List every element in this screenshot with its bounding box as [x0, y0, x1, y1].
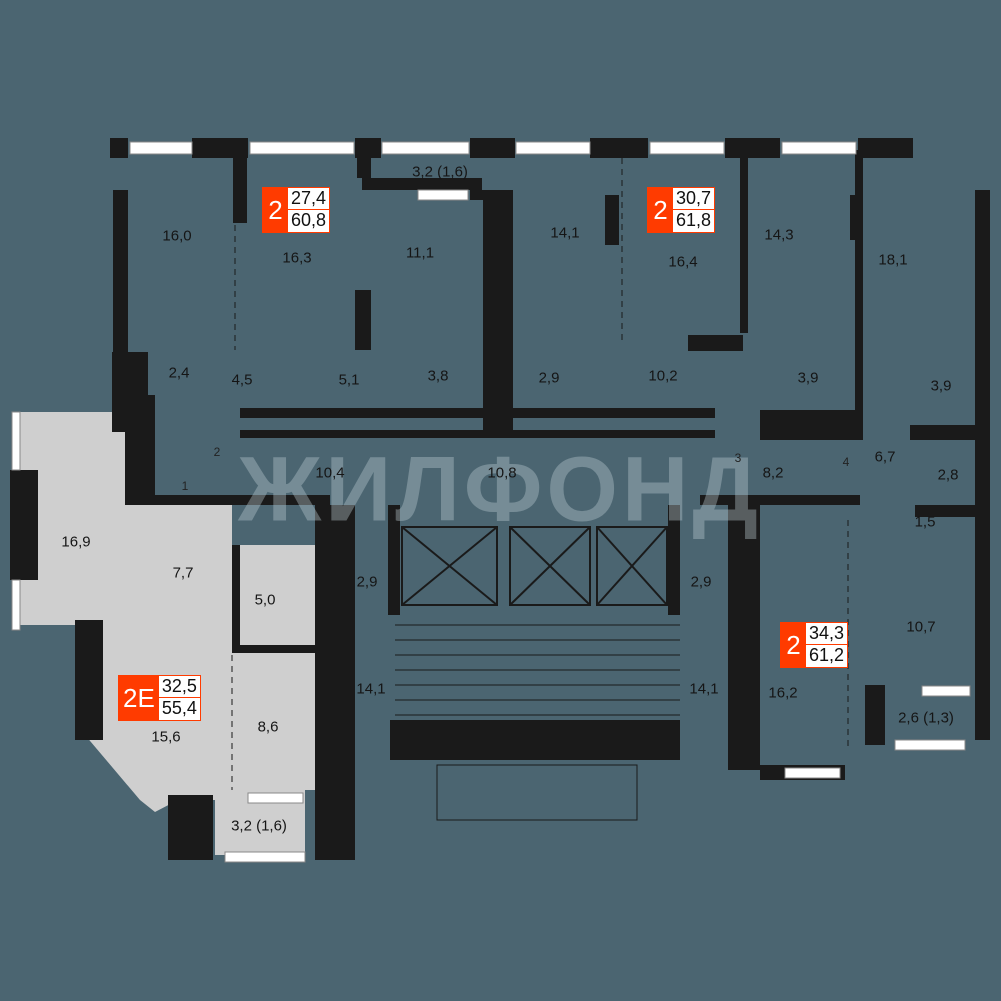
room-area: 10,7: [906, 618, 936, 636]
room-area: 14,1: [356, 680, 386, 698]
room-area: 16,0: [162, 227, 192, 245]
room-count: 2: [648, 188, 673, 232]
total-area: 61,2: [809, 645, 845, 665]
stairs: [395, 624, 680, 821]
room-area: 2,6 (1,3): [898, 709, 954, 727]
room-area: 10,2: [648, 367, 678, 385]
elevator-shafts: [401, 526, 668, 606]
room-area: 16,3: [282, 249, 312, 267]
room-area: 5,1: [338, 371, 360, 389]
door-number: 3: [734, 451, 742, 465]
room-area: 2,8: [937, 466, 959, 484]
room-area: 16,2: [768, 684, 798, 702]
room-area: 3,2 (1,6): [412, 163, 468, 181]
room-area: 2,9: [690, 573, 712, 591]
total-area: 60,8: [291, 210, 327, 230]
room-count: 2E: [119, 676, 159, 720]
living-area: 34,3: [806, 623, 848, 645]
room-area: 14,1: [550, 224, 580, 242]
room-area: 11,1: [405, 244, 435, 262]
room-area: 10,8: [487, 464, 517, 482]
total-area: 55,4: [161, 698, 197, 718]
highlighted-apartment-area[interactable]: [18, 412, 315, 855]
watermark: ЖИЛФОНД: [238, 438, 762, 541]
door-number: 4: [842, 455, 850, 469]
total-area: 61,8: [676, 210, 712, 230]
room-area: 4,5: [231, 371, 253, 389]
living-area: 27,4: [288, 188, 330, 210]
door-number: 2: [213, 445, 221, 459]
room-area: 3,9: [797, 369, 819, 387]
room-area: 16,9: [61, 533, 91, 551]
windows: [11, 141, 971, 863]
room-area: 3,8: [427, 367, 449, 385]
room-area: 16,4: [668, 253, 698, 271]
room-area: 3,9: [930, 377, 952, 395]
living-area: 30,7: [673, 188, 715, 210]
room-count: 2: [263, 188, 288, 232]
room-area: 7,7: [172, 564, 194, 582]
living-area: 32,5: [158, 676, 200, 698]
room-area: 14,3: [764, 226, 794, 244]
room-count: 2: [781, 623, 806, 667]
room-area: 18,1: [878, 251, 908, 269]
room-area: 2,9: [538, 369, 560, 387]
door-number: 1: [181, 479, 189, 493]
room-area: 2,4: [168, 364, 190, 382]
room-area: 2,9: [356, 573, 378, 591]
room-area: 5,0: [254, 591, 276, 609]
room-area: 6,7: [874, 448, 896, 466]
room-area: 8,2: [762, 464, 784, 482]
room-area: 1,5: [914, 513, 936, 531]
room-area: 15,6: [151, 728, 181, 746]
room-area: 14,1: [689, 680, 719, 698]
room-area: 8,6: [257, 718, 279, 736]
room-area: 3,2 (1,6): [231, 817, 287, 835]
room-area: 10,4: [315, 464, 345, 482]
